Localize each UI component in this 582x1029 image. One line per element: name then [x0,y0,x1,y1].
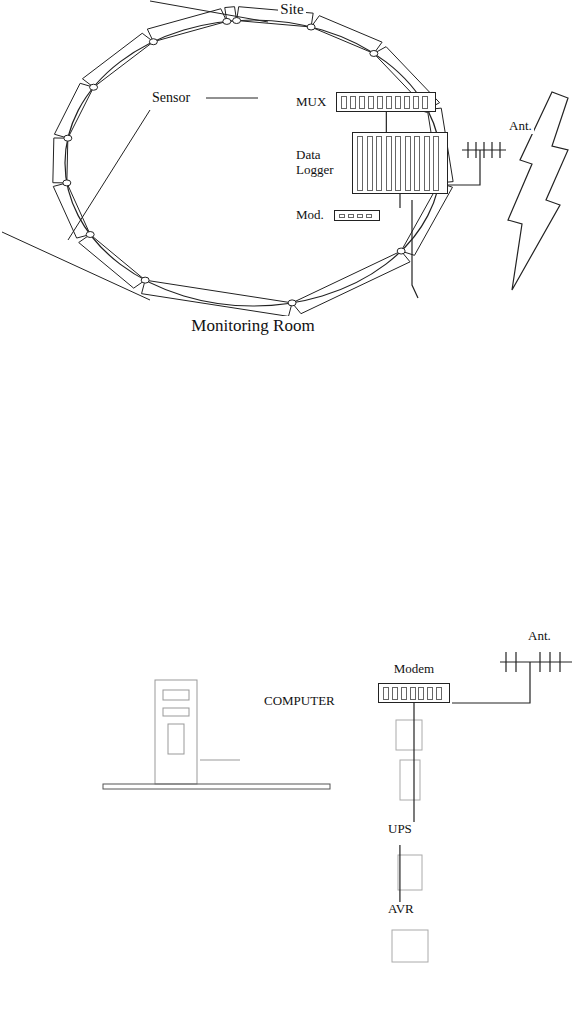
sensor-segment [292,251,410,314]
panel-detail [357,214,363,218]
equipment-box [336,92,436,112]
equipment-box [396,923,406,925]
panel-detail [422,96,428,109]
panel-detail [424,136,430,191]
equipment-box [395,843,405,845]
equipment-label: MUX [296,95,326,110]
sensor-segment [147,9,227,42]
mux-unit: MUX [296,92,436,112]
sensor-segment [142,280,293,316]
equipment-box [352,132,448,194]
sensor-dot [370,50,378,56]
panel-detail [386,136,392,191]
sensor-dot [90,84,98,90]
panel-detail [367,136,373,191]
site-title: Site [278,1,305,18]
sensor-label: Sensor [150,90,192,106]
panel-detail [377,96,383,109]
panel-detail [392,687,398,700]
leader-line [2,232,150,300]
connector [399,845,400,902]
equipment-label: Mod. [296,208,324,223]
connector [413,703,414,822]
equipment-tower [392,720,428,962]
antenna-symbol [445,142,506,185]
sensor-dot [233,18,241,24]
sensor-dot [397,248,405,254]
wire [412,200,418,298]
panel-detail [418,687,424,700]
leader-line [150,1,268,22]
modem-unit: Mod. [296,208,380,223]
lightning-symbol [508,92,568,290]
panel-detail [383,687,389,700]
sensor-segment [311,16,382,54]
panel-detail [368,96,374,109]
leader-line [206,98,258,99]
antenna-label: Ant. [526,628,553,644]
panel-detail [357,136,363,191]
panel-detail [433,136,439,191]
panel-detail [376,136,382,191]
computer-label: COMPUTER [262,693,337,709]
equipment-label: UPS [388,822,412,837]
sensor-segment [82,33,153,87]
panel-detail [359,96,365,109]
sensor-segment [54,83,93,138]
antenna-symbol [452,652,572,703]
modem-unit: Modem [378,662,450,703]
panel-detail [395,96,401,109]
sensor-ring [53,7,453,317]
sensor-dot [223,18,231,24]
equipment-label: Data Logger [296,148,342,178]
panel-detail [348,214,354,218]
panel-detail [350,96,356,109]
sensor-dot [307,24,315,30]
panel-detail [404,96,410,109]
panel-detail [395,136,401,191]
panel-detail [410,687,416,700]
sensor-segment [53,183,90,238]
sensor-dot [288,300,296,306]
panel-detail [413,96,419,109]
connector [399,194,400,208]
sensor-dot [141,277,149,283]
panel-detail [401,687,407,700]
equipment-label: Modem [394,662,434,677]
sensor-dot [64,135,72,141]
sensor-dot [86,232,94,238]
panel-detail [405,136,411,191]
panel-detail [427,687,433,700]
panel-detail [339,214,345,218]
room-label: Monitoring Room [189,316,316,336]
avr-unit: AVR [388,902,414,925]
sensor-dot [63,180,71,186]
sensor-dot [149,39,157,45]
equipment-label: AVR [388,902,414,917]
panel-detail [341,96,347,109]
panel-detail [414,136,420,191]
sensor-segment [53,138,68,183]
data-logger-unit: Data Logger [296,132,448,194]
equipment-box [334,210,380,221]
panel-detail [436,687,442,700]
equipment-box [378,683,450,703]
panel-detail [386,96,392,109]
sensor-segment [79,235,145,289]
panel-detail [366,214,372,218]
antenna-label: Ant. [507,118,534,134]
leader-line [68,110,150,240]
ups-unit: UPS [388,822,412,845]
connector [386,112,387,132]
